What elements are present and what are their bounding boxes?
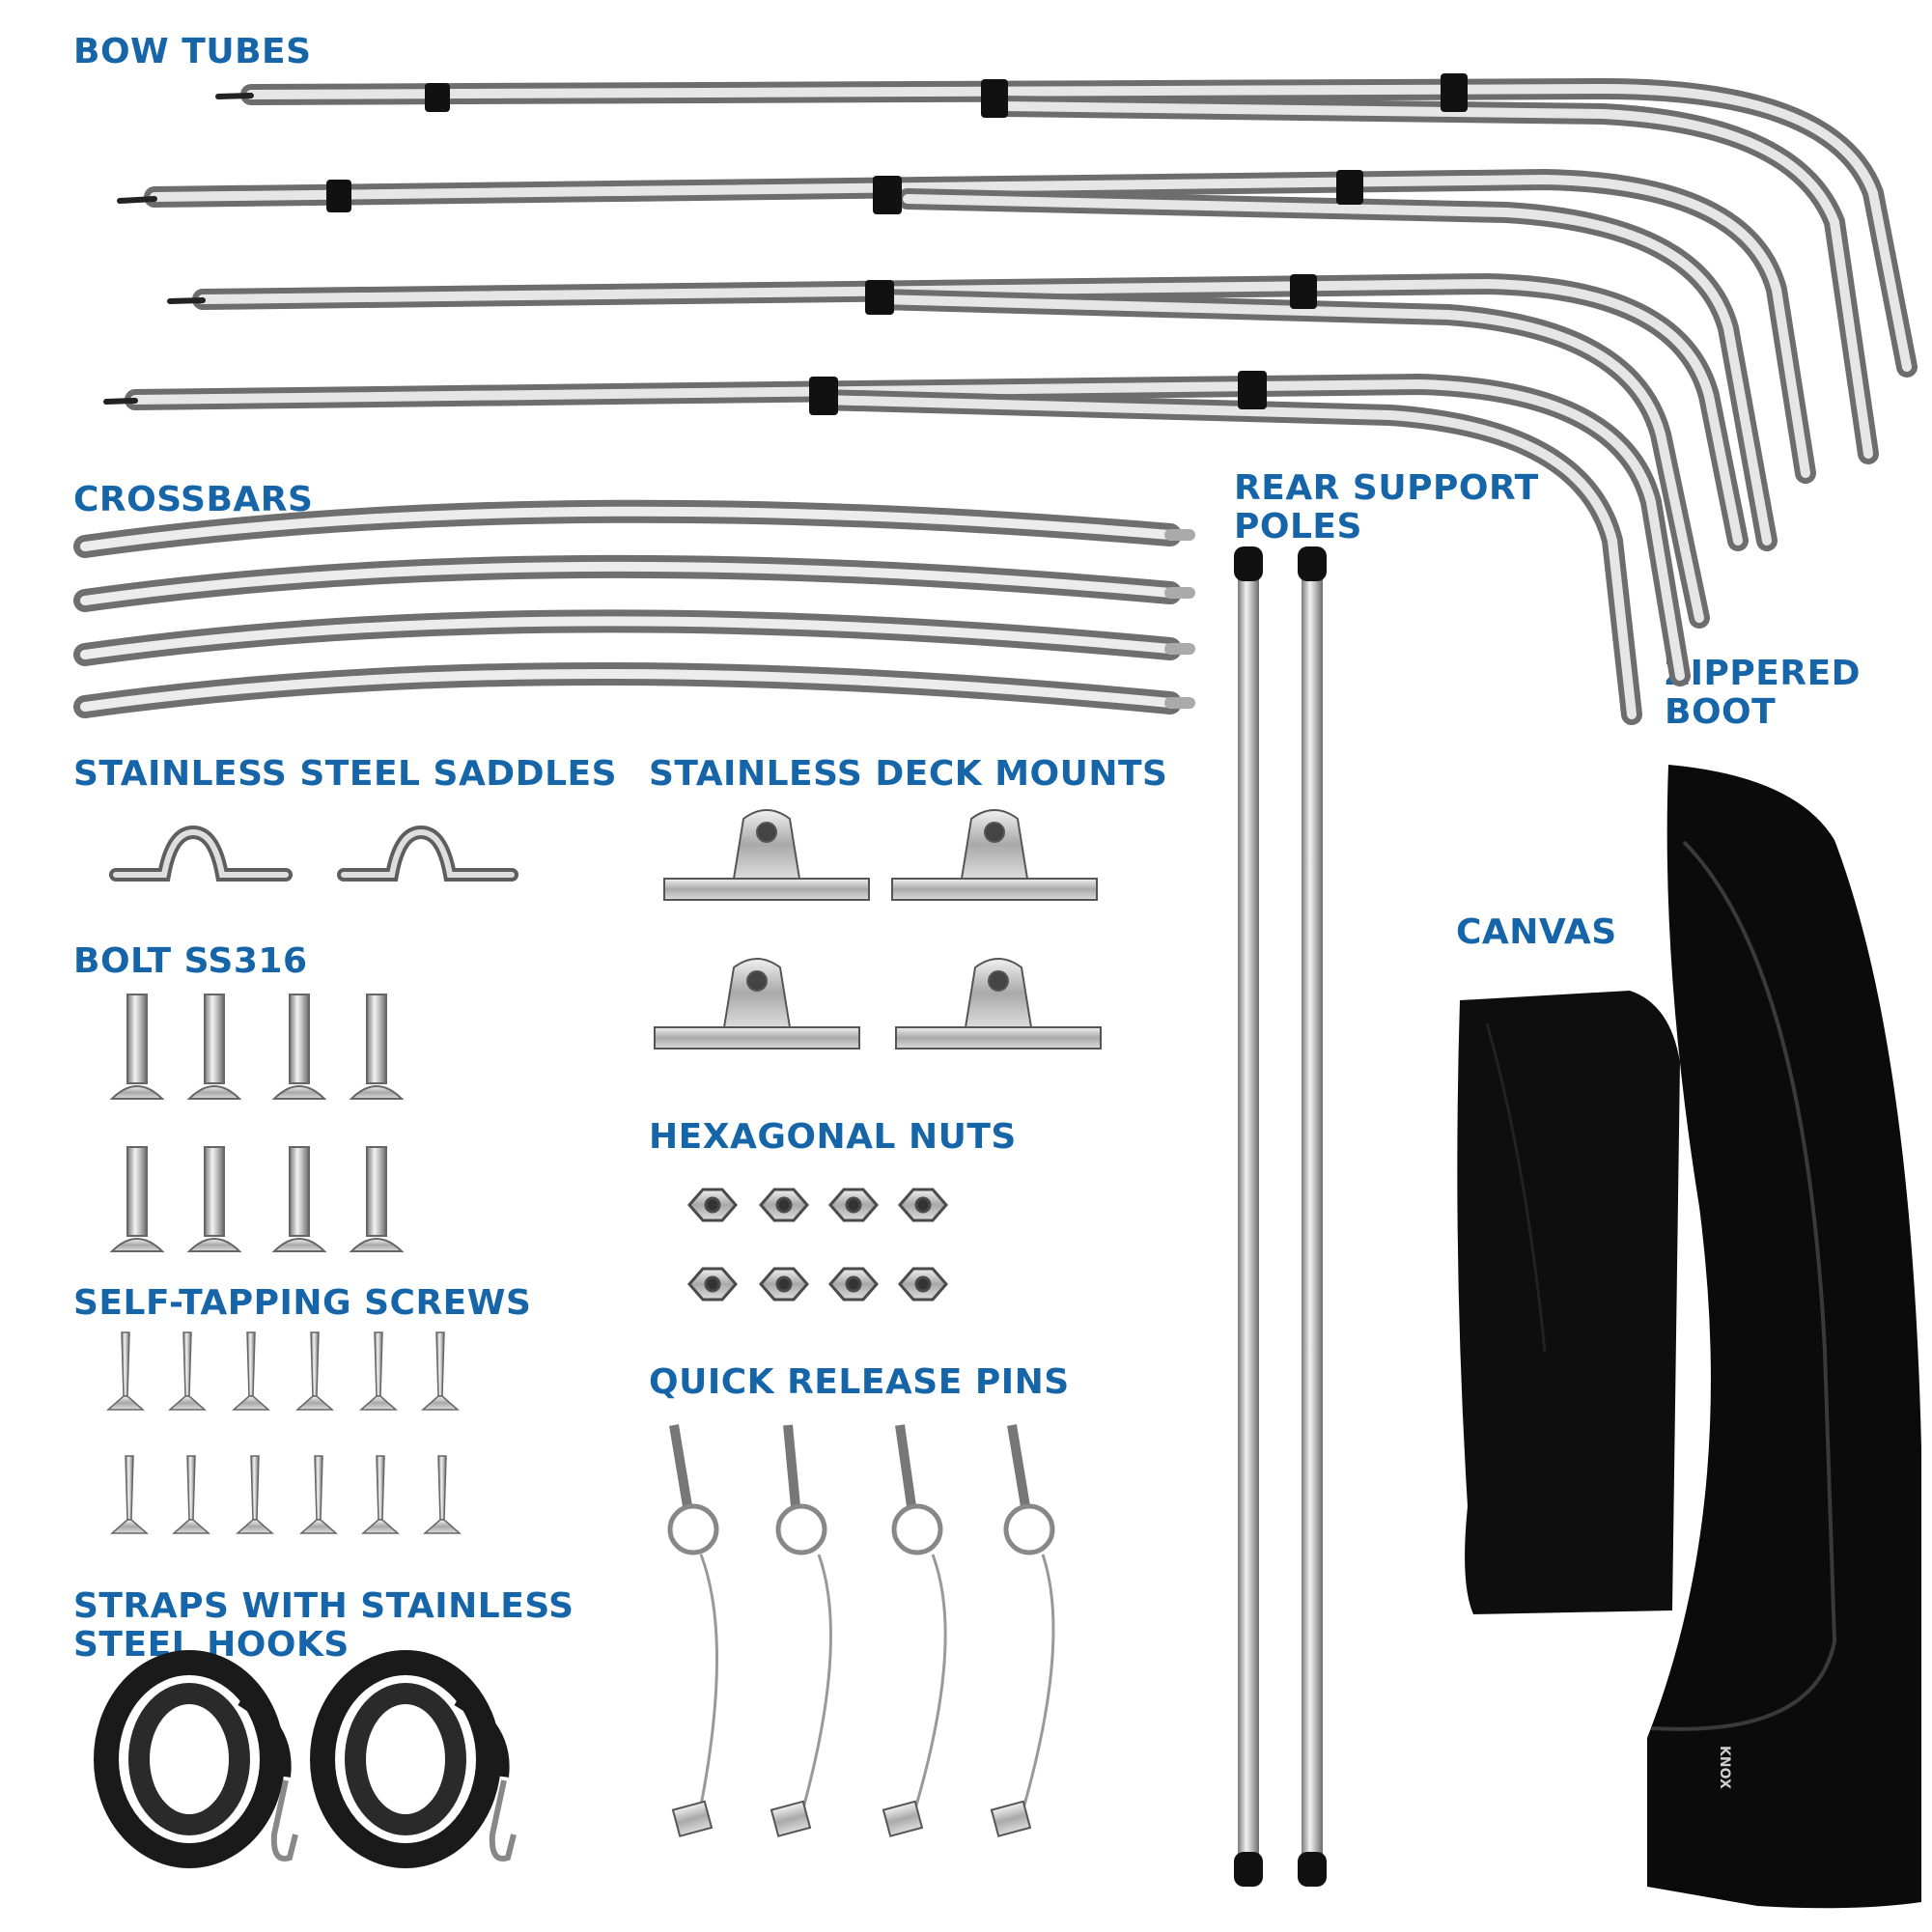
- hex-nut-6: [759, 1267, 809, 1302]
- screw-8: [172, 1455, 210, 1534]
- deck-mount-3: [654, 958, 860, 1050]
- rear-support-poles-label: REAR SUPPORT POLES: [1234, 469, 1539, 546]
- screw-11: [361, 1455, 400, 1534]
- hex-nut-3: [828, 1188, 879, 1222]
- rear-support-pole-2: [1298, 546, 1327, 1887]
- screw-row-1: [106, 1331, 460, 1411]
- screw-10: [299, 1455, 338, 1534]
- deck-mount-4: [895, 958, 1102, 1050]
- bolt-4: [349, 994, 405, 1100]
- crossbar-4: [73, 661, 1195, 718]
- rear-support-label-line1: REAR SUPPORT: [1234, 468, 1539, 508]
- hex-nut-2: [759, 1188, 809, 1222]
- bow-tube-1: [215, 73, 1918, 464]
- screw-2: [168, 1331, 207, 1411]
- self-tapping-screws: [106, 1331, 462, 1534]
- quick-release-pin-1: [667, 1424, 719, 1837]
- quick-release-pins-label: QUICK RELEASE PINS: [649, 1362, 1070, 1402]
- stainless-deck-mounts: [654, 809, 1102, 1050]
- bow-tubes: [103, 73, 1918, 725]
- quick-release-pin-4: [990, 1424, 1055, 1837]
- hex-nuts-label: HEXAGONAL NUTS: [649, 1117, 1017, 1157]
- straps-label-line1: STRAPS WITH STAINLESS: [73, 1586, 574, 1626]
- crossbar-2: [73, 554, 1195, 612]
- bolt-5: [109, 1146, 165, 1252]
- bow-tube-3: [167, 272, 1749, 629]
- rear-support-label-line2: POLES: [1234, 507, 1362, 546]
- deck-mounts-label: STAINLESS DECK MOUNTS: [649, 754, 1168, 794]
- bolt-2: [186, 994, 242, 1100]
- strap-1: [94, 1650, 298, 1868]
- canvas-label: CANVAS: [1456, 912, 1617, 952]
- screw-4: [295, 1331, 334, 1411]
- crossbar-1: [73, 499, 1195, 558]
- rear-support-pole-1: [1234, 546, 1263, 1887]
- deck-mount-2: [891, 809, 1098, 901]
- zippered-boot-label-line1: ZIPPERED: [1665, 654, 1862, 693]
- bolt-3: [271, 994, 327, 1100]
- bolt-label: BOLT SS316: [73, 941, 308, 981]
- screw-6: [421, 1331, 460, 1411]
- bolt-7: [271, 1146, 327, 1252]
- rear-support-poles: [1234, 546, 1327, 1887]
- zippered-boot: [1647, 765, 1921, 1909]
- bow-tube-2: [117, 168, 1816, 551]
- crossbars-label: CROSSBARS: [73, 480, 314, 519]
- zippered-boot-label-line2: BOOT: [1665, 692, 1777, 732]
- bolt-1: [109, 994, 165, 1100]
- canvas-folded: [1457, 991, 1680, 1614]
- straps-label: STRAPS WITH STAINLESS STEEL HOOKS: [73, 1587, 574, 1665]
- screw-7: [110, 1455, 149, 1534]
- quick-release-pin-3: [882, 1424, 947, 1837]
- screw-3: [232, 1331, 270, 1411]
- crossbars: [73, 499, 1195, 718]
- screw-1: [106, 1331, 145, 1411]
- deck-mount-1: [663, 809, 870, 901]
- screw-row-2: [110, 1455, 462, 1534]
- saddle-2: [337, 825, 518, 882]
- screw-9: [236, 1455, 274, 1534]
- quick-release-pin-2: [770, 1424, 832, 1837]
- bolt-6: [186, 1146, 242, 1252]
- bow-tubes-label: BOW TUBES: [73, 32, 312, 71]
- strap-2: [310, 1650, 517, 1868]
- screw-5: [359, 1331, 398, 1411]
- saddles-label: STAINLESS STEEL SADDLES: [73, 754, 618, 794]
- hex-nut-7: [828, 1267, 879, 1302]
- zippered-boot-label: ZIPPERED BOOT: [1665, 655, 1861, 732]
- bow-tube-4: [103, 371, 1691, 725]
- saddle-1: [109, 825, 293, 882]
- bolts-ss316: [109, 994, 405, 1252]
- stainless-steel-saddles: [109, 825, 518, 882]
- straps-with-hooks: [94, 1650, 517, 1868]
- bolt-8: [349, 1146, 405, 1252]
- hex-nut-8: [898, 1267, 948, 1302]
- screw-12: [423, 1455, 462, 1534]
- hex-nut-1: [687, 1188, 738, 1222]
- self-tapping-screws-label: SELF-TAPPING SCREWS: [73, 1283, 532, 1323]
- hex-nut-4: [898, 1188, 948, 1222]
- hexagonal-nuts: [687, 1188, 948, 1302]
- crossbar-3: [73, 609, 1195, 666]
- brand-mark: KNOX: [1717, 1746, 1732, 1789]
- quick-release-pins: [667, 1424, 1055, 1837]
- hex-nut-5: [687, 1267, 738, 1302]
